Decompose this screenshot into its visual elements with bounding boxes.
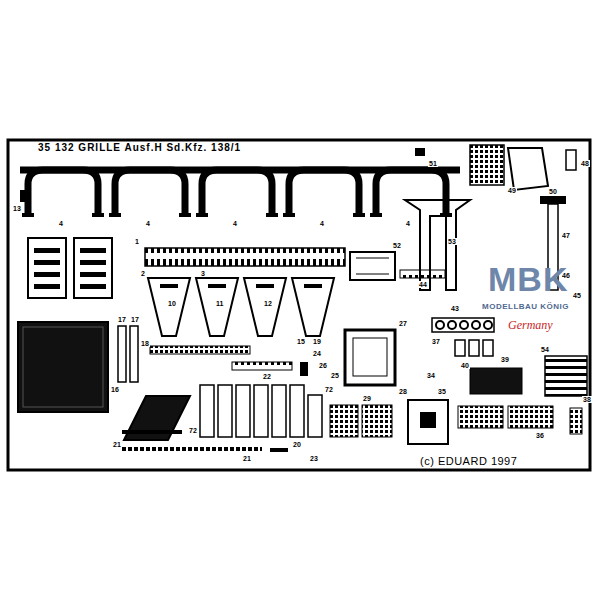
callout-number: 47	[561, 232, 571, 239]
callout-number: 4	[232, 220, 238, 227]
watermark: Germany	[508, 319, 553, 331]
callout-number: 53	[447, 238, 457, 245]
callout-number: 18	[140, 340, 150, 347]
callout-number: 3	[200, 270, 206, 277]
callout-number: 23	[309, 455, 319, 462]
callout-number: 72	[188, 427, 198, 434]
callout-number: 48	[580, 160, 590, 167]
callout-number: 26	[318, 362, 328, 369]
callout-number: 36	[535, 432, 545, 439]
callout-number: 10	[167, 300, 177, 307]
copyright-note: (c) EDUARD 1997	[418, 456, 519, 467]
callout-number: 22	[262, 373, 272, 380]
callout-number: 43	[450, 305, 460, 312]
callout-number: 28	[398, 388, 408, 395]
callout-number: 21	[112, 441, 122, 448]
callout-number: 50	[548, 188, 558, 195]
callout-number: 11	[215, 300, 224, 307]
callout-number: 52	[392, 242, 402, 249]
callout-number: 54	[540, 346, 550, 353]
callout-number: 44	[418, 281, 428, 288]
callout-number: 13	[12, 205, 22, 212]
callout-number: 35	[437, 388, 447, 395]
watermark: MODELLBAU KÖNIG	[482, 303, 569, 311]
callout-number: 29	[362, 395, 372, 402]
callout-number: 4	[319, 220, 325, 227]
callout-number: 21	[242, 455, 252, 462]
callout-number: 24	[312, 350, 322, 357]
callout-number: 45	[572, 292, 582, 299]
callout-number: 19	[312, 338, 322, 345]
callout-number: 40	[460, 362, 470, 369]
callout-number: 25	[330, 372, 340, 379]
callout-number: 4	[58, 220, 64, 227]
callout-number: 39	[500, 356, 510, 363]
callout-number: 4	[145, 220, 151, 227]
callout-number: 34	[426, 372, 436, 379]
callout-number: 27	[398, 320, 408, 327]
callout-number: 15	[296, 338, 306, 345]
fret-title: 35 132 GRILLE Ausf.H Sd.Kfz. 138/1	[36, 143, 243, 153]
callout-number: 49	[507, 187, 517, 194]
callout-number: 20	[292, 441, 302, 448]
callout-number: 12	[263, 300, 273, 307]
callout-number: 1	[134, 238, 140, 245]
callout-number: 51	[428, 160, 438, 167]
callout-number: 17	[130, 316, 140, 323]
callout-number: 37	[431, 338, 441, 345]
callout-number: 72	[324, 386, 334, 393]
callout-number: 38	[582, 396, 592, 403]
callout-number: 17	[117, 316, 127, 323]
callout-number: 16	[110, 386, 120, 393]
callout-number: 4	[405, 220, 411, 227]
watermark: MBK	[488, 262, 568, 296]
callout-number: 2	[140, 270, 146, 277]
